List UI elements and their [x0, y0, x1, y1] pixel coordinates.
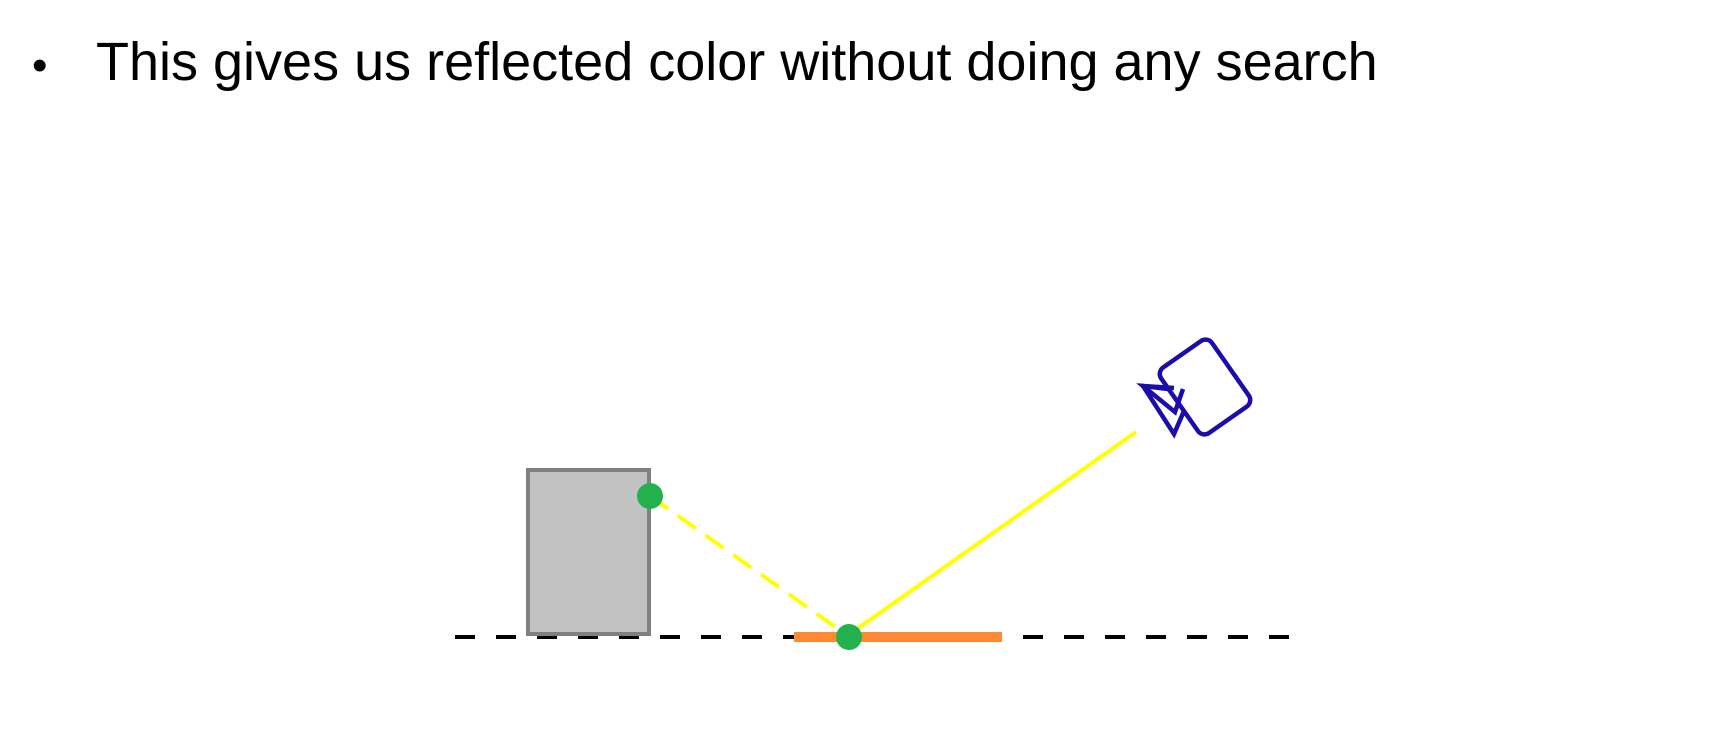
object-hit-point	[637, 483, 663, 509]
scene-object	[526, 468, 651, 636]
bullet-dot: •	[32, 41, 48, 90]
bullet-item: • This gives us reflected color without …	[32, 30, 1378, 95]
mirror-hit-point	[836, 624, 862, 650]
camera-lens	[1138, 383, 1187, 439]
reflected-ray	[648, 494, 850, 638]
bullet-text: This gives us reflected color without do…	[96, 32, 1378, 92]
view-ray	[848, 430, 1138, 636]
